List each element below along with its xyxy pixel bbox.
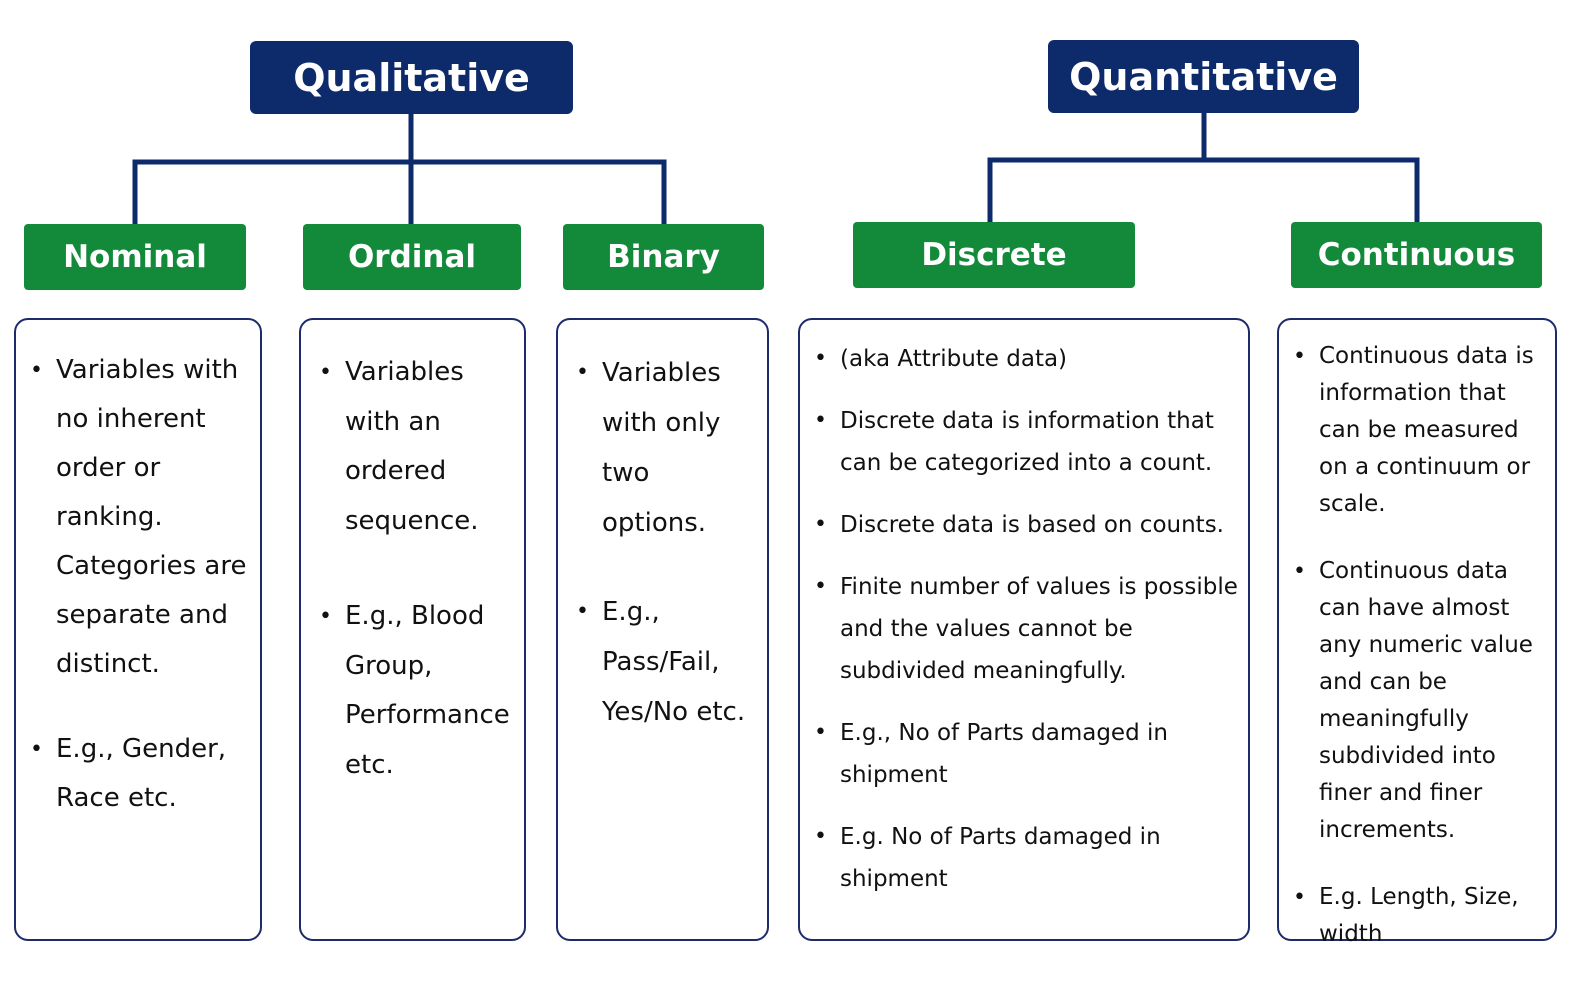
list-item: Variables with an ordered sequence.	[315, 348, 514, 546]
discrete-panel: (aka Attribute data) Discrete data is in…	[798, 318, 1250, 941]
binary-box: Binary	[563, 224, 764, 290]
ordinal-list: Variables with an ordered sequence. E.g.…	[301, 320, 524, 790]
ordinal-box: Ordinal	[303, 224, 521, 290]
list-item: Variables with no inherent order or rank…	[26, 346, 254, 689]
list-item: E.g., Blood Group, Performance etc.	[315, 592, 514, 790]
binary-panel: Variables with only two options. E.g., P…	[556, 318, 769, 941]
nominal-list: Variables with no inherent order or rank…	[16, 320, 260, 823]
list-item: Discrete data is information that can be…	[810, 400, 1242, 484]
qualitative-header: Qualitative	[250, 41, 573, 114]
list-item: (aka Attribute data)	[810, 338, 1242, 380]
continuous-panel: Continuous data is information that can …	[1277, 318, 1557, 947]
quantitative-header: Quantitative	[1048, 40, 1359, 113]
list-item: Variables with only two options.	[572, 348, 761, 548]
discrete-box: Discrete	[853, 222, 1135, 288]
qualitative-connector	[132, 113, 667, 224]
nominal-box: Nominal	[24, 224, 246, 290]
binary-list: Variables with only two options. E.g., P…	[558, 320, 767, 737]
list-item: Finite number of values is possible and …	[810, 566, 1242, 692]
list-item: E.g., Pass/Fail, Yes/No etc.	[572, 587, 761, 737]
list-item: Continuous data can have almost any nume…	[1289, 553, 1549, 849]
continuous-box: Continuous	[1291, 222, 1542, 288]
list-item: E.g., Gender, Race etc.	[26, 725, 254, 823]
list-item: Continuous data is information that can …	[1289, 338, 1549, 523]
list-item: E.g., No of Parts damaged in shipment	[810, 712, 1242, 796]
nominal-panel: Variables with no inherent order or rank…	[14, 318, 262, 941]
list-item: Discrete data is based on counts.	[810, 504, 1242, 546]
ordinal-panel: Variables with an ordered sequence. E.g.…	[299, 318, 526, 941]
continuous-list: Continuous data is information that can …	[1279, 320, 1555, 953]
list-item: E.g. Length, Size, width	[1289, 879, 1549, 953]
discrete-list: (aka Attribute data) Discrete data is in…	[800, 320, 1248, 900]
quantitative-connector	[987, 112, 1420, 222]
list-item: E.g. No of Parts damaged in shipment	[810, 816, 1242, 900]
